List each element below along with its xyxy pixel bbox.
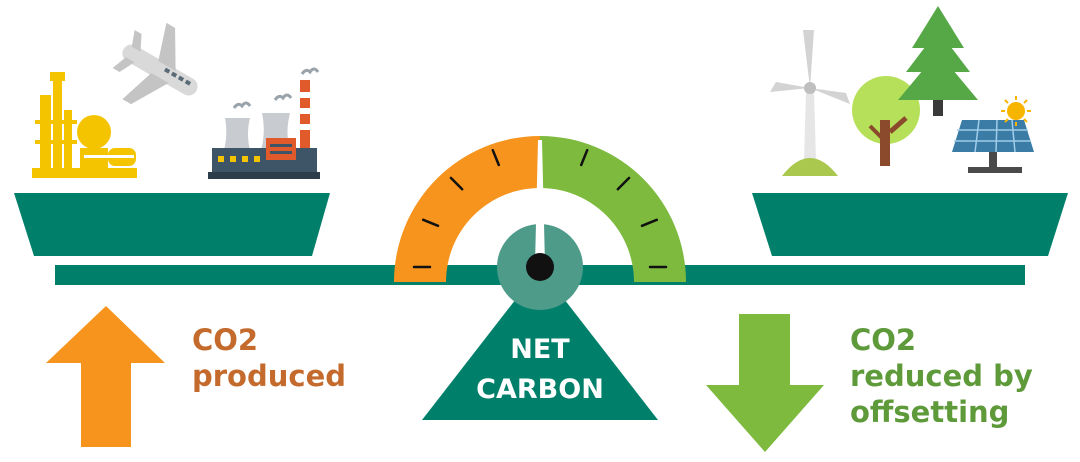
co2-produced-label: CO2 produced <box>192 322 346 394</box>
net-carbon-label: NET CARBON <box>452 330 628 410</box>
left-label-line1: CO2 <box>192 323 259 357</box>
gauge-tick <box>421 218 440 228</box>
airplane-icon <box>112 22 198 105</box>
pine-tree-icon <box>898 6 978 116</box>
center-label-line1: NET <box>510 334 570 365</box>
gauge-tick <box>579 148 589 167</box>
fulcrum-triangle <box>422 268 658 420</box>
right-label-line1: CO2 <box>850 323 917 357</box>
right-label-line2: reduced by <box>850 359 1033 393</box>
gauge-green-half <box>540 136 686 282</box>
net-carbon-gauge <box>394 136 686 310</box>
gauge-tick <box>640 218 659 228</box>
wind-turbine-icon <box>770 30 850 176</box>
gauge-orange-half <box>394 136 540 282</box>
refinery-icon <box>32 72 137 178</box>
gauge-needle <box>535 140 545 265</box>
down-arrow-icon <box>706 314 824 452</box>
left-pan <box>14 193 330 256</box>
tree-icon <box>852 76 920 166</box>
gauge-ticks <box>412 148 668 269</box>
center-label-line2: CARBON <box>476 374 604 405</box>
sun-icon <box>1001 96 1031 126</box>
co2-reduced-label: CO2 reduced by offsetting <box>850 322 1033 430</box>
solar-panel-icon <box>952 119 1034 173</box>
gauge-tick <box>449 176 464 191</box>
factory-icon <box>208 67 320 179</box>
gauge-tick <box>616 176 631 191</box>
left-label-line2: produced <box>192 359 347 393</box>
gauge-pivot <box>526 253 554 281</box>
gauge-tick <box>491 148 501 167</box>
right-label-line3: offsetting <box>850 395 1010 429</box>
up-arrow-icon <box>46 306 165 447</box>
right-pan <box>752 193 1068 256</box>
